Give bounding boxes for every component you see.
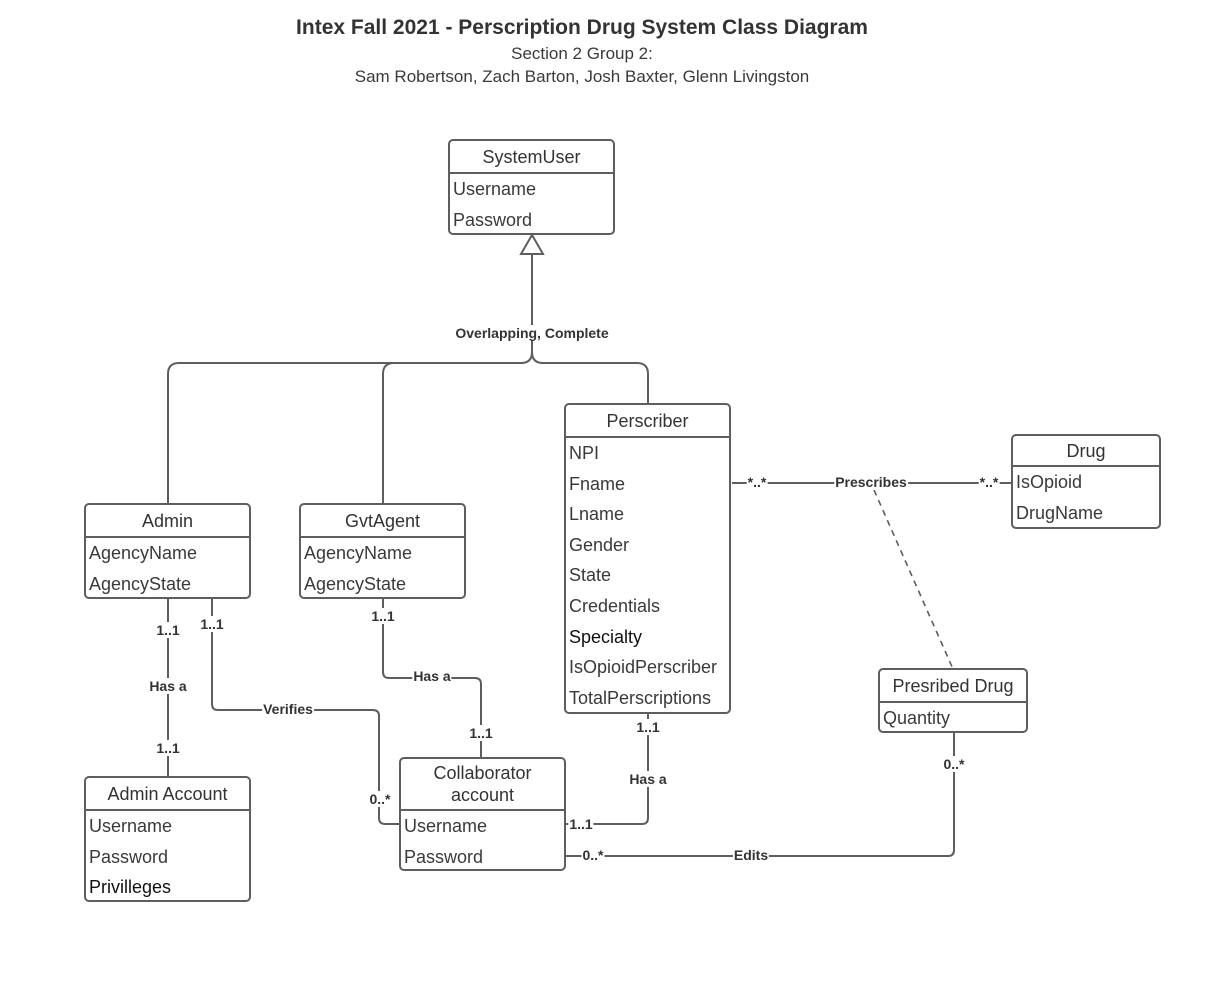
perscriber-has-collab-multiplicity-perscriber: 1..1 (635, 719, 661, 735)
class-collaborator-account[interactable]: Collaborator account Username Password (399, 757, 566, 871)
class-name: GvtAgent (301, 505, 464, 538)
prescribes-multiplicity-perscriber: *..* (746, 474, 768, 490)
attribute: Privilleges (89, 877, 172, 898)
attribute: AgencyState (89, 573, 192, 594)
perscriber-has-collab-line (565, 713, 649, 825)
attribute: Quantity (883, 708, 951, 728)
prescribes-multiplicity-drug: *..* (978, 474, 1000, 490)
class-prescribed-drug[interactable]: Presribed Drug Quantity (878, 668, 1028, 733)
class-name: Collaborator account (401, 759, 564, 811)
diagram-subtitle-section: Section 2 Group 2: (511, 44, 653, 63)
attribute: State (569, 565, 612, 586)
generalization-branch-gvtagent (382, 362, 395, 504)
attribute: AgencyState (304, 573, 407, 594)
class-name: Presribed Drug (880, 670, 1026, 703)
verifies-multiplicity-collaborator: 0..* (368, 791, 392, 807)
diagram-subtitle-authors: Sam Robertson, Zach Barton, Josh Baxter,… (354, 67, 810, 86)
attribute: Username (89, 816, 173, 836)
gvt-has-collab-label: Has a (412, 668, 452, 684)
attribute: IsOpioid (1016, 472, 1083, 492)
attribute: Username (453, 179, 537, 199)
class-name: Drug (1013, 436, 1159, 467)
class-admin[interactable]: Admin AgencyName AgencyState (84, 503, 251, 599)
generalization-bar-left (167, 362, 521, 504)
attribute: AgencyName (89, 543, 198, 563)
verifies-multiplicity-admin: 1..1 (199, 616, 225, 632)
generalization-label: Overlapping, Complete (454, 325, 610, 341)
gvt-has-collab-multiplicity-collab: 1..1 (468, 725, 494, 741)
edits-multiplicity-prescribed-drug: 0..* (942, 756, 966, 772)
attribute: Specialty (569, 626, 643, 647)
diagram-title: Intex Fall 2021 - Perscription Drug Syst… (296, 16, 868, 39)
prescribes-label: Prescribes (834, 474, 908, 490)
admin-has-account-label: Has a (148, 678, 188, 694)
attribute: TotalPerscriptions (569, 687, 712, 708)
class-name: SystemUser (450, 141, 613, 174)
attribute: Lname (569, 504, 625, 525)
attribute: Username (404, 816, 488, 836)
gvt-has-collab-multiplicity-gvt: 1..1 (370, 608, 396, 624)
attribute: IsOpioidPerscriber (569, 657, 718, 678)
edits-label: Edits (732, 847, 770, 863)
generalization-triangle-icon (519, 233, 545, 255)
class-name: Perscriber (566, 405, 729, 438)
class-admin-account[interactable]: Admin Account Username Password Priville… (84, 776, 251, 902)
attribute: Credentials (569, 595, 661, 616)
class-name: Admin Account (86, 778, 249, 811)
verifies-line (211, 598, 400, 825)
admin-account-multiplicity-account: 1..1 (155, 740, 181, 756)
class-drug[interactable]: Drug IsOpioid DrugName (1011, 434, 1161, 529)
edits-multiplicity-collaborator: 0..* (581, 847, 605, 863)
generalization-stem (520, 254, 533, 364)
attribute: Password (453, 209, 533, 230)
attribute: Fname (569, 473, 626, 494)
class-perscriber[interactable]: Perscriber NPI Fname Lname Gender State … (564, 403, 731, 714)
association-class-dashed-line (873, 489, 954, 670)
edits-line (565, 732, 955, 857)
attribute: Gender (569, 534, 630, 555)
verifies-label: Verifies (262, 701, 314, 717)
class-system-user[interactable]: SystemUser Username Password (448, 139, 615, 235)
admin-account-multiplicity-admin: 1..1 (155, 622, 181, 638)
attribute: AgencyName (304, 543, 413, 563)
generalization-bar-right (531, 351, 649, 404)
class-name: Admin (86, 505, 249, 538)
attribute: NPI (569, 443, 600, 463)
attribute: DrugName (1016, 502, 1104, 523)
class-gvt-agent[interactable]: GvtAgent AgencyName AgencyState (299, 503, 466, 599)
attribute: Password (89, 846, 169, 867)
perscriber-has-collab-label: Has a (628, 771, 668, 787)
perscriber-has-collab-multiplicity-collab: 1..1 (568, 816, 594, 832)
attribute: Password (404, 846, 484, 867)
